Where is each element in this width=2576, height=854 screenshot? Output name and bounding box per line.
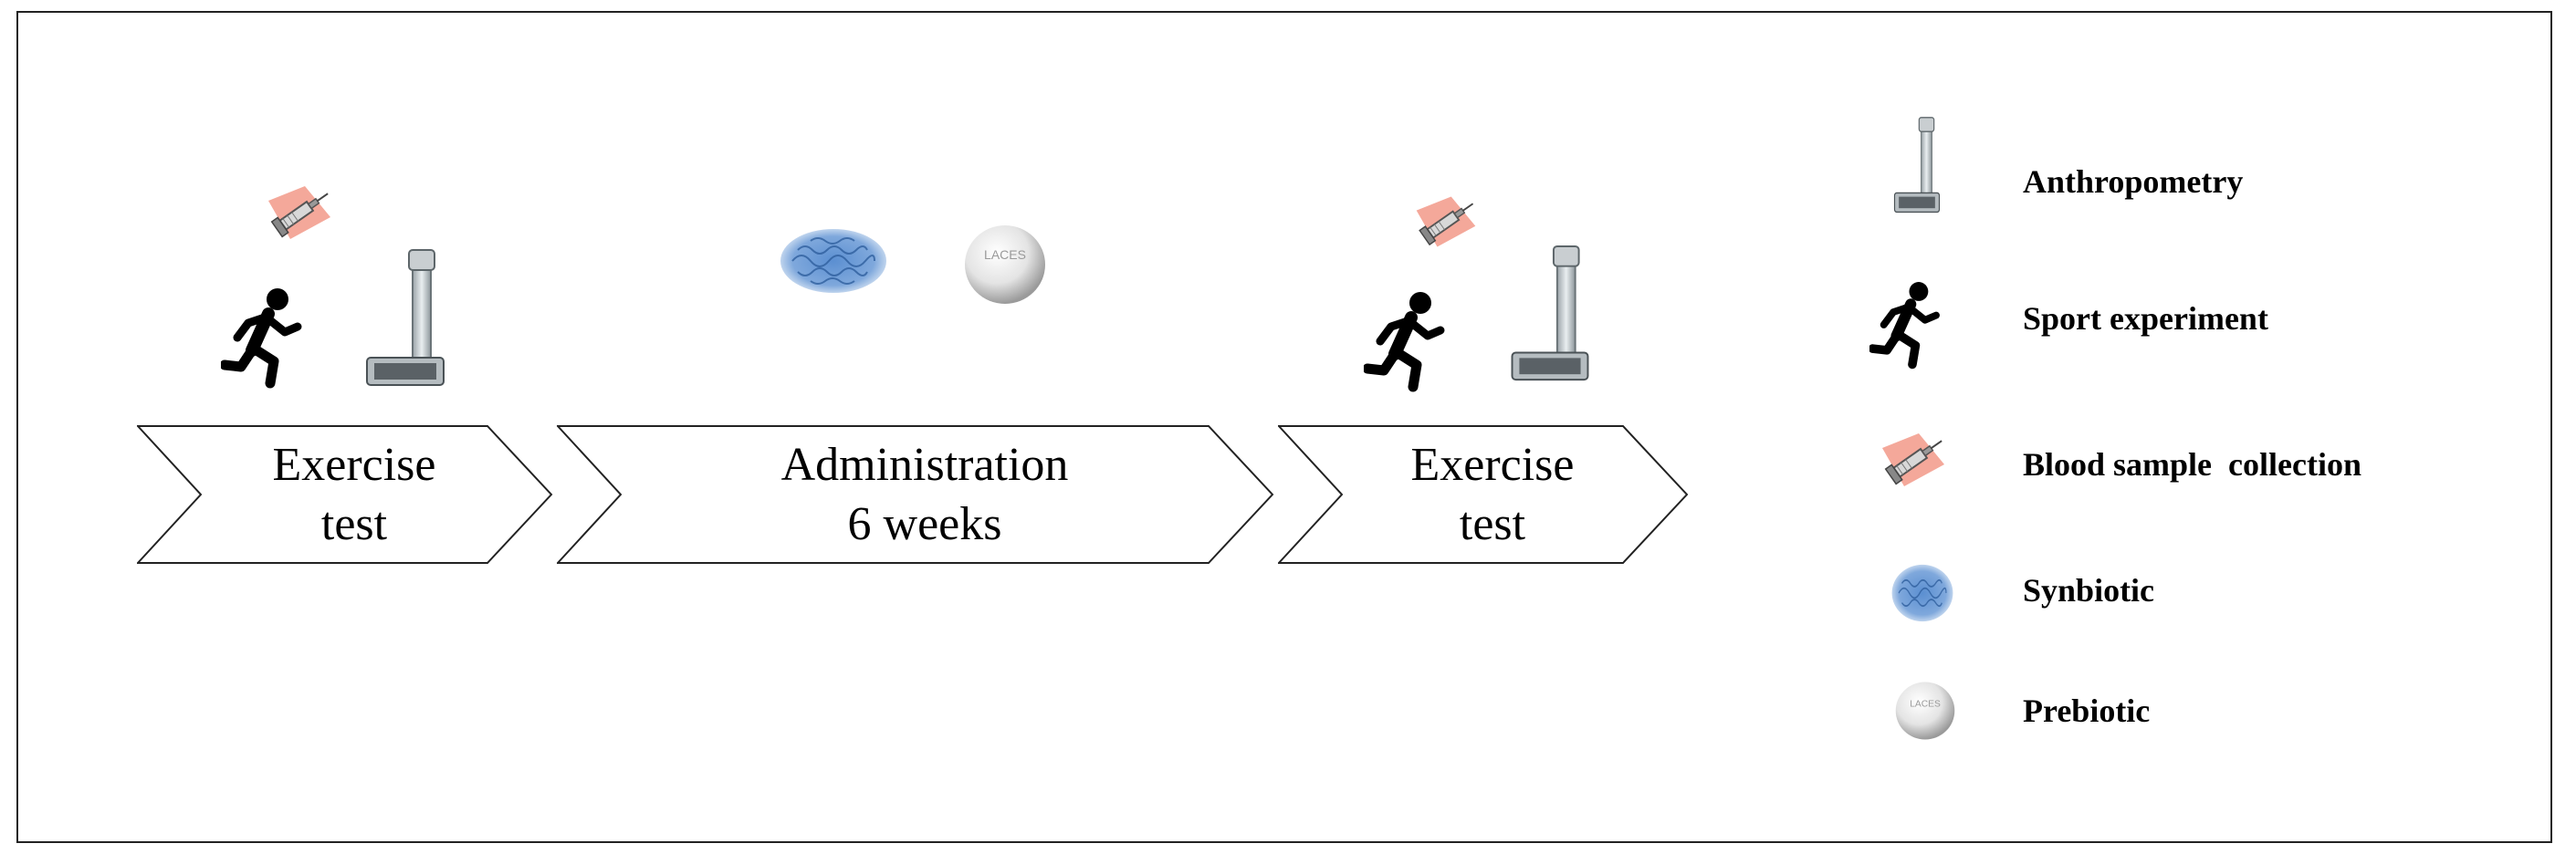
- legend-label-sport-experiment: Sport experiment: [2023, 300, 2268, 337]
- synbiotic-icon: [1891, 564, 1953, 622]
- step-label-line1: Administration: [780, 439, 1069, 491]
- runner-icon: [1868, 279, 1942, 370]
- syringe-icon: [1877, 427, 1950, 493]
- step-label-line1: Exercise: [1410, 439, 1575, 491]
- prebiotic-icon: LACES: [1895, 681, 1955, 741]
- step-label-line1: Exercise: [272, 439, 436, 491]
- pill-imprint: LACES: [1910, 700, 1941, 710]
- legend-label-prebiotic: Prebiotic: [2023, 693, 2151, 729]
- step-exercise-test-pre: Exercise test: [137, 425, 553, 564]
- scale-icon: [1891, 115, 1942, 217]
- step-administration: Administration 6 weeks: [557, 425, 1274, 564]
- runner-icon: [1362, 290, 1448, 392]
- step-exercise-test-post: Exercise test: [1278, 425, 1689, 564]
- prebiotic-icon: LACES: [964, 224, 1046, 305]
- synbiotic-icon: [780, 228, 887, 294]
- pill-imprint: LACES: [984, 247, 1026, 262]
- step-label-line2: 6 weeks: [847, 498, 1002, 550]
- scale-icon: [1506, 243, 1594, 387]
- diagram-frame: LACES: [16, 11, 2552, 843]
- legend-label-blood-sample: Blood sample collection: [2023, 446, 2361, 483]
- legend-label-anthropometry: Anthropometry: [2023, 163, 2244, 200]
- runner-icon: [219, 286, 305, 389]
- legend-label-synbiotic: Synbiotic: [2023, 572, 2155, 609]
- step-label-line2: test: [1459, 498, 1526, 550]
- scale-icon: [361, 246, 449, 392]
- syringe-icon: [1411, 190, 1481, 254]
- step-label-line2: test: [320, 498, 388, 550]
- syringe-icon: [263, 181, 336, 245]
